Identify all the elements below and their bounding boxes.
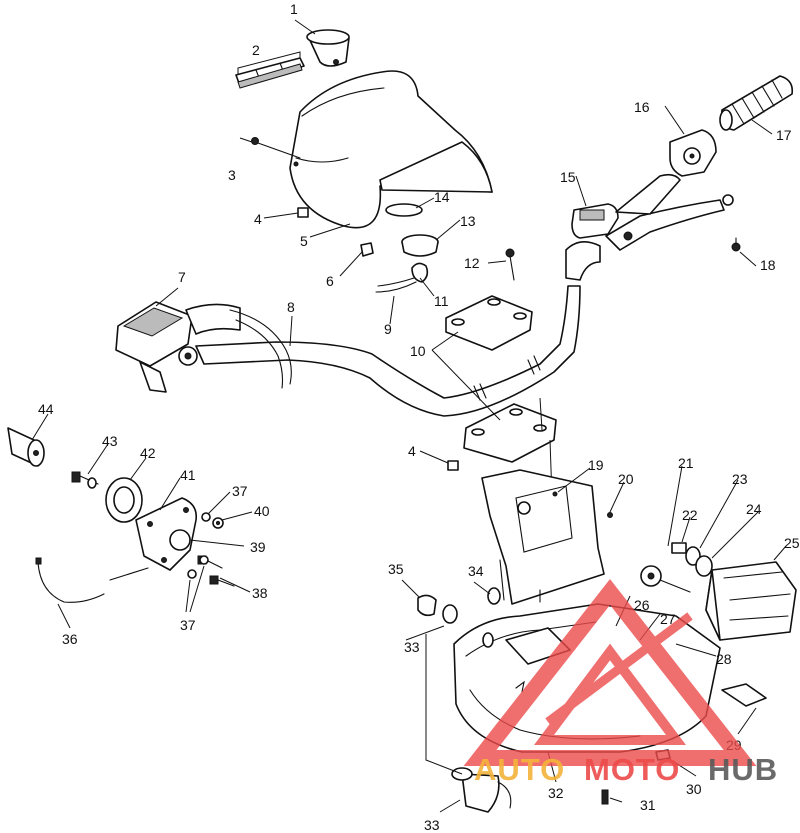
callout-1: 1 (290, 1, 298, 17)
nut-40 (212, 517, 224, 529)
callout-20: 20 (618, 471, 634, 487)
callout-31: 31 (640, 797, 656, 813)
callout-25: 25 (784, 535, 800, 551)
callout-34: 34 (468, 563, 484, 579)
watermark-diagonal-icon (545, 612, 693, 726)
callout-28: 28 (716, 651, 732, 667)
decal-set (235, 51, 305, 89)
brake-lever (605, 173, 734, 251)
throttle-cable-36 (35, 557, 105, 603)
callout-30: 30 (686, 781, 702, 797)
callout-23: 23 (732, 471, 748, 487)
nut-37-upper (201, 512, 211, 522)
callout-37-upper: 37 (232, 483, 248, 499)
callout-41: 41 (180, 467, 196, 483)
hand-grip-17 (719, 75, 794, 131)
screw-3 (251, 137, 301, 159)
screw-20 (607, 512, 613, 518)
callout-4-lower: 4 (408, 443, 416, 459)
clip-4-lower (447, 460, 459, 471)
headlight-25 (705, 561, 797, 641)
callout-32: 32 (548, 785, 564, 801)
callout-19: 19 (588, 457, 604, 473)
dust-cap-44 (7, 427, 45, 467)
throttle-housing-41 (135, 497, 198, 571)
clip-6 (360, 242, 374, 257)
callout-2: 2 (252, 42, 260, 58)
speedometer-cup (306, 29, 350, 67)
nut-37-lower (187, 555, 209, 579)
callout-5: 5 (300, 233, 308, 249)
bulb-11 (375, 262, 429, 293)
callout-13: 13 (460, 213, 476, 229)
callout-8: 8 (287, 299, 295, 315)
watermark-word-moto: MOTO (584, 752, 680, 787)
mounting-bracket-19 (481, 469, 605, 605)
callout-27: 27 (660, 611, 676, 627)
washer-34 (487, 587, 501, 605)
clip-4-upper (297, 207, 309, 218)
callout-39: 39 (250, 539, 266, 555)
callout-10: 10 (410, 343, 426, 359)
callout-16: 16 (634, 99, 650, 115)
seal-42 (105, 477, 143, 523)
callout-36: 36 (62, 631, 78, 647)
callout-33-upper: 33 (404, 639, 420, 655)
callout-11: 11 (434, 293, 449, 309)
bulb-22 (671, 542, 687, 554)
watermark-word-hub: HUB (708, 752, 778, 787)
handlebar (195, 285, 581, 417)
leader-lines (31, 19, 787, 813)
screw-18 (731, 237, 741, 252)
callout-38: 38 (252, 585, 268, 601)
callout-33-lower: 33 (424, 817, 440, 833)
handlebar-clamp-lower (463, 397, 557, 499)
adjuster-21 (640, 565, 691, 593)
callout-21: 21 (678, 455, 694, 471)
callout-4-upper: 4 (254, 211, 262, 227)
bolt-12 (505, 248, 515, 281)
bulb-socket-13 (401, 234, 439, 257)
throttle-control-7 (115, 301, 292, 393)
switch-housing-16 (669, 129, 717, 177)
callout-40: 40 (254, 503, 270, 519)
callout-43: 43 (102, 433, 118, 449)
callout-14: 14 (434, 189, 450, 205)
switch-33 (451, 767, 512, 813)
callout-35: 35 (388, 561, 404, 577)
callout-7: 7 (178, 269, 186, 285)
callout-3: 3 (228, 167, 236, 183)
callout-44: 44 (38, 401, 54, 417)
spring-24 (695, 555, 713, 577)
callout-26: 26 (634, 597, 650, 613)
watermark-logo (463, 579, 757, 766)
callout-17: 17 (776, 127, 792, 143)
callout-15: 15 (560, 169, 576, 185)
screw-43 (71, 471, 99, 489)
rubber-ring-14 (385, 203, 423, 217)
screw-31 (601, 789, 609, 805)
headlight-pod (289, 70, 493, 229)
callout-18: 18 (760, 257, 776, 273)
watermark-word-auto: AUTO (474, 752, 565, 787)
master-cylinder-15 (565, 203, 619, 281)
callout-24: 24 (746, 501, 762, 517)
screw-29 (721, 683, 767, 707)
indicator-35 (417, 594, 458, 624)
watermark-wordmark: AUTO MOTO HUB (474, 752, 778, 787)
callout-labels: 1 2 3 4 4 5 6 7 8 9 10 11 12 13 14 15 16… (38, 1, 800, 833)
callout-6: 6 (326, 273, 334, 289)
callout-12: 12 (464, 255, 480, 271)
callout-22: 22 (682, 507, 698, 523)
handlebar-clamp-upper (445, 295, 533, 351)
callout-42: 42 (140, 445, 156, 461)
callout-9: 9 (384, 321, 392, 337)
callout-37-lower: 37 (180, 617, 196, 633)
watermark-triangle-icon (463, 579, 757, 766)
